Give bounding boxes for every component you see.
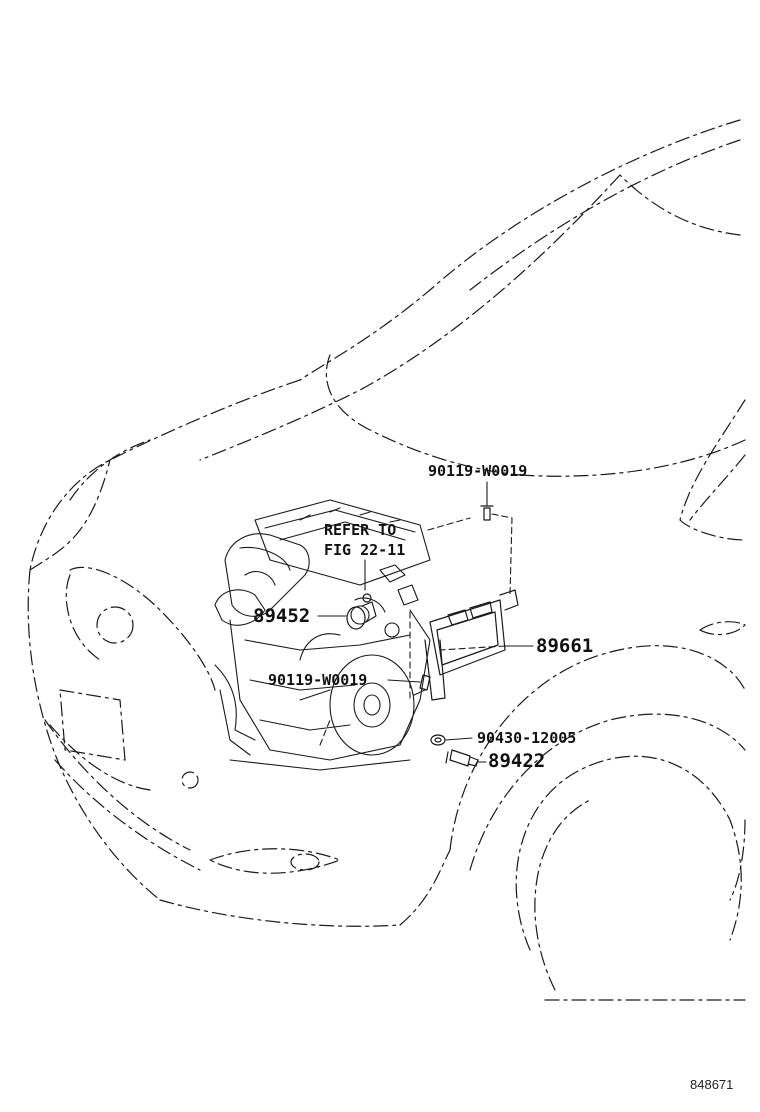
- callout-gasket-90430[interactable]: 90430-12005: [477, 729, 577, 747]
- callout-bolt-lower[interactable]: 90119-W0019: [268, 671, 368, 689]
- engine-assembly: [214, 499, 431, 771]
- callout-sensor-89452[interactable]: 89452: [253, 605, 311, 627]
- bolt-upper-shape: [480, 505, 494, 521]
- ecu-module: [424, 589, 519, 701]
- figure-id: 848671: [690, 1077, 734, 1092]
- callout-bolt-upper[interactable]: 90119-W0019: [428, 462, 528, 480]
- callout-sensor-89422[interactable]: 89422: [488, 750, 546, 772]
- callout-refer-note-line1[interactable]: REFER TO: [324, 521, 397, 539]
- leader-lines: [317, 481, 534, 763]
- car-body-outline: [27, 119, 746, 1001]
- sensor-89422-shape: [445, 749, 479, 767]
- bolt-lower-shape: [419, 674, 431, 691]
- gasket-shape: [430, 734, 446, 746]
- callout-ecu-89661[interactable]: 89661: [536, 635, 594, 657]
- sensor-89452-shape: [346, 593, 377, 630]
- callout-refer-note-line2[interactable]: FIG 22-11: [324, 541, 406, 559]
